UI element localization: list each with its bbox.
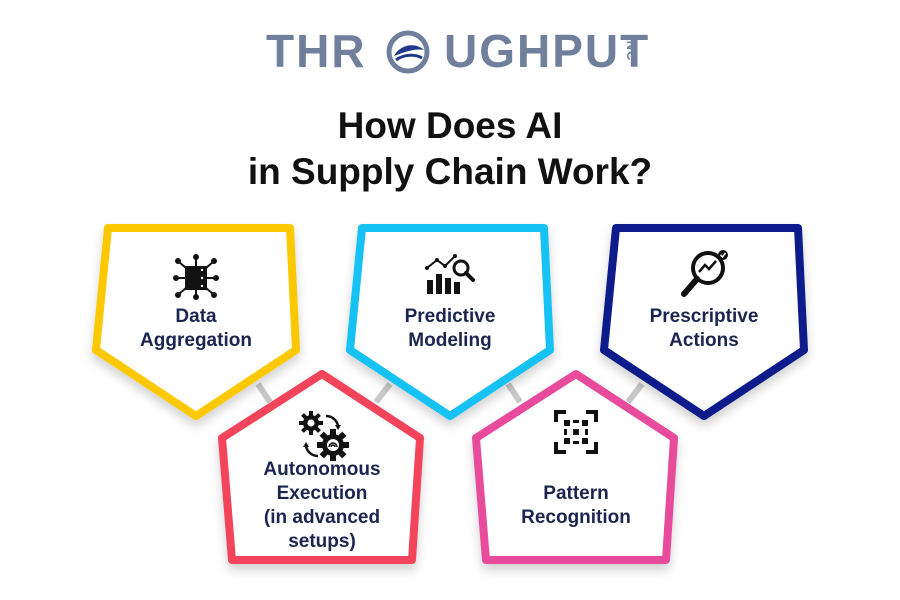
scan-pattern-icon [554,410,598,454]
node-label-line: Actions [669,330,739,351]
page-title-line-1: How Does AI [337,105,563,146]
globe-icon [386,30,430,74]
node-label-predictive-modeling: Predictive Modeling [360,305,540,353]
company-logo: THR UGHPUT INC [0,26,900,76]
server-network-icon [173,254,219,300]
node-label-autonomous-execution: Autonomous Execution (in advanced setups… [232,458,412,554]
chart-magnifier-icon [425,254,475,294]
node-label-line: Execution [276,483,368,504]
node-label-line: Modeling [408,330,492,351]
pentagon-pattern-recognition [472,370,678,564]
connector-yellow-red [255,382,273,404]
node-label-pattern-recognition: Pattern Recognition [486,482,666,530]
node-label-line: Aggregation [140,330,252,351]
magnifier-trend-icon [681,250,728,297]
logo-text-left: THR [266,25,367,77]
node-label-line: Recognition [521,507,631,528]
pentagon-autonomous-execution [218,370,424,564]
node-label-line: Pattern [543,483,609,504]
page-title-line-2: in Supply Chain Work? [247,151,653,192]
node-label-line: Data [175,306,217,327]
pentagon-data-aggregation [92,224,300,420]
connector-pink-navy [625,382,645,404]
node-label-line: setups) [288,531,356,552]
gears-cycle-icon [299,411,349,461]
node-label-data-aggregation: Data Aggregation [106,305,286,353]
node-label-line: Prescriptive [649,306,759,327]
node-label-prescriptive-actions: Prescriptive Actions [614,305,794,353]
pentagon-predictive-modeling [346,224,554,420]
connector-cyan-pink [505,382,523,404]
logo-text-right: UGHPUT [444,25,651,77]
connector-red-cyan [373,382,393,404]
logo-suffix: INC [624,36,639,62]
pentagon-prescriptive-actions [600,224,808,420]
node-label-line: Predictive [404,306,496,327]
node-label-line: (in advanced [263,507,381,528]
node-label-line: Autonomous [263,459,381,480]
